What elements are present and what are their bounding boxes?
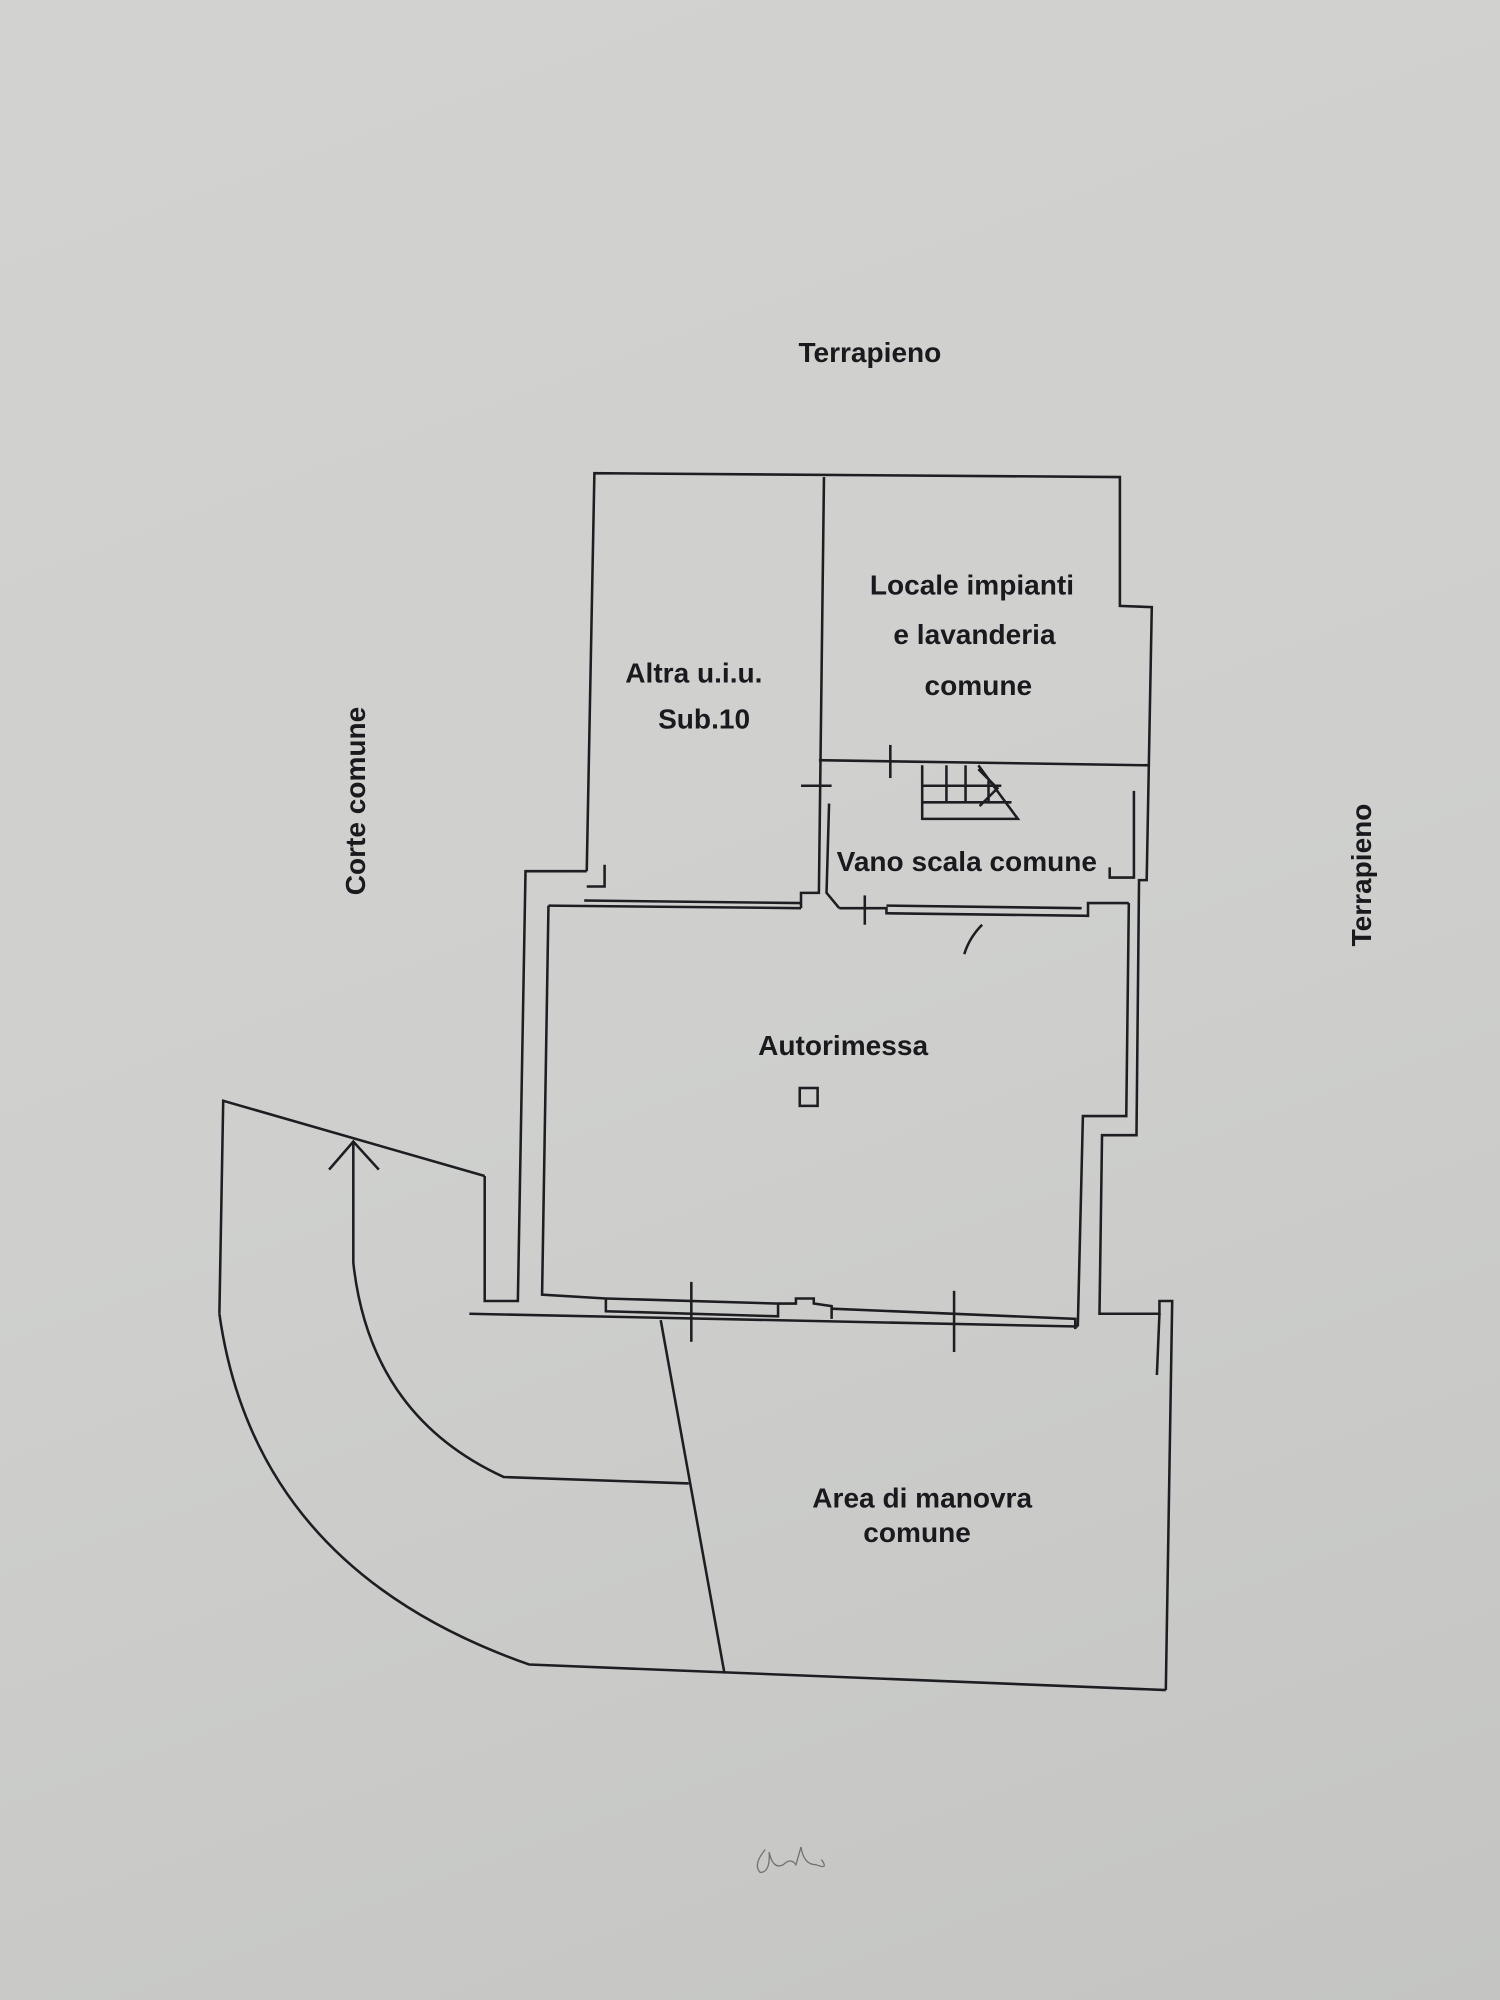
room-altra-line2: Sub.10 — [658, 703, 750, 734]
room-area-line1: Area di manovra — [812, 1483, 1032, 1514]
room-garage: Autorimessa — [758, 1030, 928, 1061]
label-top: Terrapieno — [798, 337, 941, 368]
pillar — [798, 1086, 819, 1108]
room-altra-line1: Altra u.i.u. — [625, 657, 762, 688]
room-locale-line3: comune — [925, 670, 1033, 701]
label-right: Terrapieno — [1346, 804, 1377, 947]
label-left: Corte comune — [340, 707, 371, 896]
signature — [756, 1846, 825, 1874]
room-area-line2: comune — [863, 1517, 971, 1548]
room-locale-line1: Locale impianti — [870, 569, 1074, 600]
stairs-icon — [920, 764, 1021, 821]
room-scala: Vano scala comune — [837, 846, 1097, 877]
walls — [218, 471, 1174, 1692]
room-locale-line2: e lavanderia — [893, 619, 1056, 650]
